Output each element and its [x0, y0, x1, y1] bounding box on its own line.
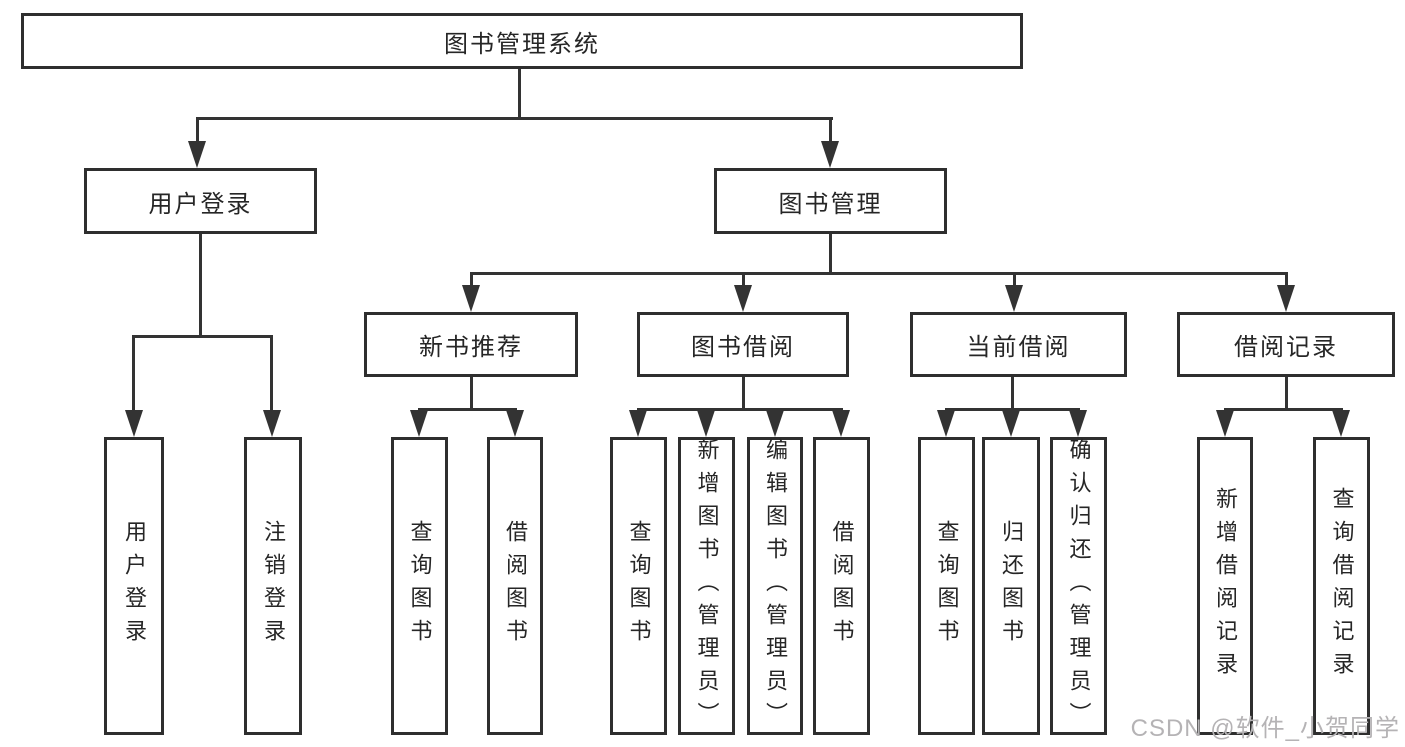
leaf-bb-query-books: 查询图书 — [610, 437, 667, 735]
arrowhead-down-icon — [629, 410, 647, 437]
node-book-borrow-label: 图书借阅 — [691, 334, 795, 361]
arrowhead-down-icon — [1069, 410, 1087, 437]
node-user-login-label: 用户登录 — [148, 190, 253, 218]
leaf-cb-return-books: 归还图书 — [982, 437, 1040, 735]
leaf-logout: 注销登录 — [244, 437, 302, 735]
leaf-bb-add-books-label: 新增图书（管理员） — [694, 437, 720, 735]
arrowhead-down-icon — [1002, 410, 1020, 437]
connector-root-branch — [196, 117, 833, 120]
connector-drop — [1013, 272, 1016, 287]
connector-bb-stem — [742, 377, 745, 408]
node-current-borrow-label: 当前借阅 — [966, 334, 1071, 361]
arrowhead-down-icon — [125, 410, 143, 437]
node-user-login: 用户登录 — [84, 168, 317, 234]
leaf-cb-query-books: 查询图书 — [918, 437, 975, 735]
arrowhead-down-icon — [1332, 410, 1350, 437]
connector-bookmgmt-branch — [470, 272, 1288, 275]
node-borrow-records-label: 借阅记录 — [1234, 334, 1338, 361]
connector-drop — [1285, 272, 1288, 287]
connector-nbr-branch — [418, 408, 517, 411]
node-borrow-records: 借阅记录 — [1177, 312, 1395, 377]
connector-root-stem — [518, 69, 521, 117]
arrowhead-down-icon — [697, 410, 715, 437]
node-new-book-rec: 新书推荐 — [364, 312, 578, 377]
leaf-cb-confirm-return-label: 确认归还（管理员） — [1066, 437, 1092, 735]
leaf-cb-return-books-label: 归还图书 — [999, 520, 1024, 652]
connector-bookmgmt-stem — [829, 234, 832, 272]
leaf-bb-borrow-books-label: 借阅图书 — [829, 520, 855, 652]
arrowhead-down-icon — [263, 410, 281, 437]
arrowhead-down-icon — [188, 141, 206, 168]
leaf-nbr-borrow-books-label: 借阅图书 — [503, 520, 528, 652]
leaf-nbr-query-books: 查询图书 — [391, 437, 448, 735]
arrowhead-down-icon — [937, 410, 955, 437]
connector-root-drop-left — [196, 117, 199, 143]
arrowhead-down-icon — [506, 410, 524, 437]
leaf-br-query-record-label: 查询借阅记录 — [1329, 487, 1355, 685]
leaf-br-query-record: 查询借阅记录 — [1313, 437, 1370, 735]
connector-drop — [742, 272, 745, 287]
connector-cb-stem — [1011, 377, 1014, 408]
node-new-book-rec-label: 新书推荐 — [419, 334, 523, 361]
arrowhead-down-icon — [1216, 410, 1234, 437]
connector-root-drop-right — [829, 117, 832, 143]
arrowhead-down-icon — [832, 410, 850, 437]
node-root: 图书管理系统 — [21, 13, 1023, 69]
leaf-logout-label: 注销登录 — [261, 520, 286, 652]
leaf-bb-edit-books-label: 编辑图书（管理员） — [763, 437, 788, 735]
leaf-bb-add-books: 新增图书（管理员） — [678, 437, 735, 735]
leaf-nbr-query-books-label: 查询图书 — [407, 520, 433, 652]
connector-bb-branch — [637, 408, 843, 411]
leaf-user-login: 用户登录 — [104, 437, 164, 735]
arrowhead-down-icon — [734, 285, 752, 312]
connector-userlogin-drop-left — [132, 335, 135, 412]
arrowhead-down-icon — [410, 410, 428, 437]
leaf-nbr-borrow-books: 借阅图书 — [487, 437, 543, 735]
arrowhead-down-icon — [1005, 285, 1023, 312]
arrowhead-down-icon — [821, 141, 839, 168]
connector-userlogin-branch — [132, 335, 273, 338]
connector-br-stem — [1285, 377, 1288, 408]
connector-br-branch — [1224, 408, 1343, 411]
leaf-bb-query-books-label: 查询图书 — [626, 520, 652, 652]
watermark-text: CSDN @软件_小贺同学 — [1130, 715, 1400, 742]
leaf-cb-confirm-return: 确认归还（管理员） — [1050, 437, 1107, 735]
connector-nbr-stem — [470, 377, 473, 408]
node-current-borrow: 当前借阅 — [910, 312, 1127, 377]
leaf-user-login-label: 用户登录 — [122, 520, 147, 652]
node-book-borrow: 图书借阅 — [637, 312, 849, 377]
connector-drop — [470, 272, 473, 287]
connector-userlogin-stem — [199, 234, 202, 335]
arrowhead-down-icon — [766, 410, 784, 437]
node-root-label: 图书管理系统 — [444, 30, 600, 58]
leaf-bb-borrow-books: 借阅图书 — [813, 437, 870, 735]
arrowhead-down-icon — [462, 285, 480, 312]
node-book-mgmt: 图书管理 — [714, 168, 947, 234]
connector-userlogin-drop-right — [270, 335, 273, 412]
leaf-br-add-record-label: 新增借阅记录 — [1213, 487, 1238, 685]
leaf-bb-edit-books: 编辑图书（管理员） — [747, 437, 803, 735]
leaf-cb-query-books-label: 查询图书 — [934, 520, 960, 652]
node-book-mgmt-label: 图书管理 — [778, 190, 883, 218]
arrowhead-down-icon — [1277, 285, 1295, 312]
leaf-br-add-record: 新增借阅记录 — [1197, 437, 1253, 735]
